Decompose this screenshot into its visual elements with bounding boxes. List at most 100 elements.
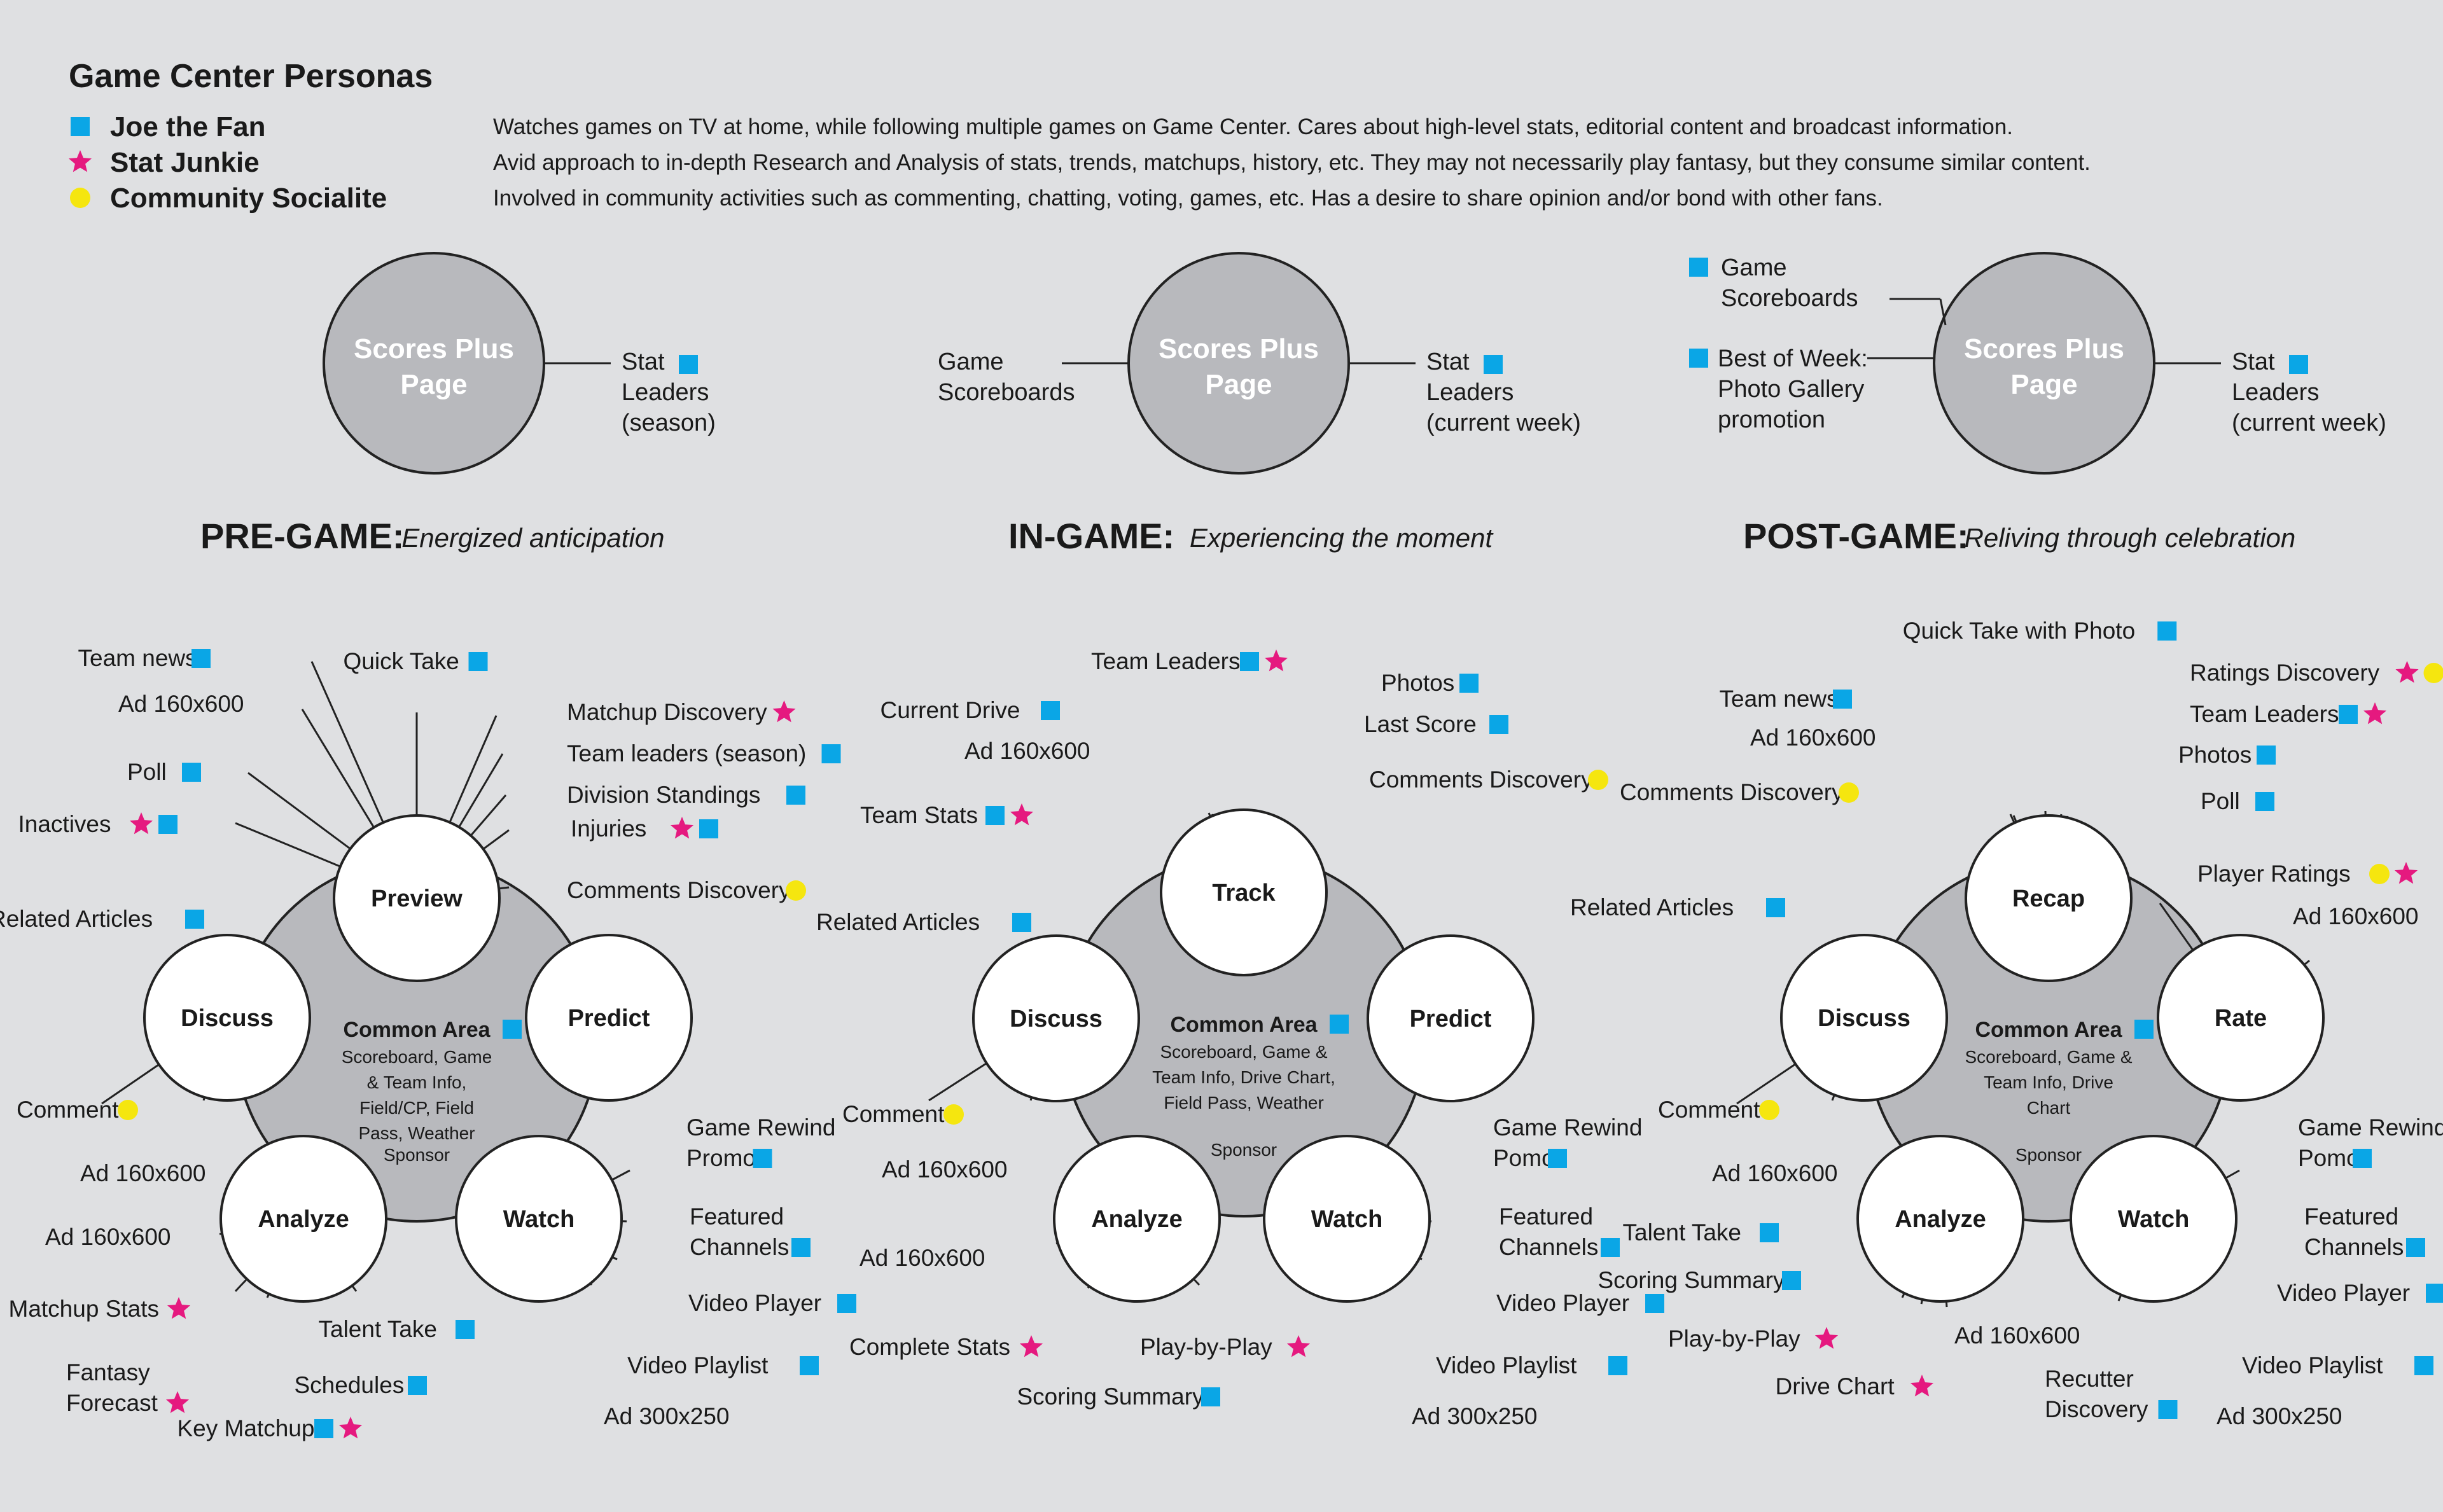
square-marker-icon (2255, 792, 2274, 811)
activity-node-label: Analyze (1091, 1206, 1183, 1233)
activity-node-label: Discuss (1818, 1005, 1911, 1032)
spoke-line (101, 1064, 160, 1105)
square-marker-icon (2406, 1238, 2425, 1257)
circle-marker-icon (2369, 864, 2390, 884)
square-marker-icon (1484, 355, 1503, 374)
page-title: Game Center Personas (69, 58, 433, 95)
phase-tagline: Experiencing the moment (1190, 523, 1494, 553)
spoke-label: Fantasy (66, 1359, 150, 1385)
spoke-label: Video Player (2277, 1280, 2410, 1306)
spoke-label: Photos (1381, 670, 1454, 696)
spoke-label: Play-by-Play (1668, 1326, 1800, 1352)
legend-description: Involved in community activities such as… (493, 186, 1883, 211)
square-marker-icon (1689, 349, 1708, 368)
common-area-text: Scoreboard, Game & (1160, 1042, 1327, 1062)
phase-tagline: Reliving through celebration (1965, 523, 2296, 553)
spoke-label: Ad 300x250 (1412, 1403, 1538, 1429)
square-marker-icon (182, 763, 201, 782)
sponsor-text: Sponsor (2015, 1145, 2082, 1165)
activity-node (1053, 1135, 1221, 1303)
sponsor-text: Sponsor (384, 1145, 450, 1165)
square-marker-icon (985, 806, 1005, 825)
square-marker-icon (679, 355, 698, 374)
square-marker-icon (191, 649, 211, 668)
activity-node (2157, 934, 2325, 1102)
star-marker-icon (129, 812, 153, 835)
spoke-label: Complete Stats (849, 1334, 1010, 1360)
common-area-title: Common Area (1975, 1018, 2122, 1042)
phase-title: POST-GAME: (1743, 516, 1969, 556)
square-marker-icon (185, 910, 204, 929)
square-marker-icon (1240, 652, 1259, 671)
spoke-label: Comments (842, 1101, 956, 1127)
spoke-line (1736, 1063, 1797, 1105)
square-marker-icon (456, 1320, 475, 1339)
callout-text: Game (938, 349, 1003, 375)
square-marker-icon (314, 1419, 333, 1438)
star-marker-icon (165, 1391, 190, 1413)
circle-marker-icon (2423, 663, 2443, 683)
activity-node (525, 934, 693, 1102)
star-marker-icon (2394, 862, 2418, 884)
spoke-label: Video Playlist (2242, 1352, 2383, 1378)
callout-text: Game (1721, 254, 1786, 281)
spoke-label: Ad 160x600 (80, 1160, 206, 1186)
scores-plus-label: Page (400, 369, 467, 400)
callout-text: (season) (622, 410, 716, 436)
spoke-label: Video Playlist (1436, 1352, 1577, 1378)
square-marker-icon (1608, 1356, 1627, 1375)
spoke-label: Related Articles (1570, 894, 1734, 920)
square-marker-icon (2257, 746, 2276, 765)
star-marker-icon (2363, 702, 2387, 725)
spoke-label: Pomo (1493, 1145, 1555, 1171)
activity-node (143, 934, 311, 1102)
spoke-label: Comments Discovery (567, 877, 791, 903)
scores-plus-label: Page (1205, 369, 1272, 400)
square-marker-icon (158, 815, 177, 834)
callout-text: Stat (622, 349, 665, 375)
circle-marker-icon (943, 1104, 964, 1125)
activity-node (2070, 1135, 2238, 1303)
scores-plus-label: Scores Plus (1159, 333, 1319, 364)
callout-text: Leaders (1426, 379, 1514, 406)
spoke-label: Inactives (18, 811, 111, 837)
activity-node (972, 934, 1140, 1102)
activity-node-label: Watch (2118, 1206, 2190, 1233)
spoke-label: Matchup Discovery (567, 699, 767, 725)
spoke-label: Player Ratings (2197, 861, 2351, 887)
spoke-label: Pomo (2298, 1145, 2360, 1171)
star-marker-icon (1019, 1335, 1043, 1357)
common-area-title: Common Area (343, 1018, 491, 1042)
spoke-label: Featured (1499, 1203, 1593, 1230)
circle-marker-icon (786, 880, 806, 901)
spoke-label: Injuries (571, 815, 646, 842)
square-marker-icon (1833, 690, 1852, 709)
square-marker-icon (2158, 1400, 2178, 1419)
star-marker-icon (1286, 1335, 1311, 1357)
square-marker-icon (1459, 674, 1479, 693)
activity-node (1965, 814, 2133, 982)
spoke-label: Related Articles (816, 909, 980, 935)
square-marker-icon (1012, 913, 1031, 932)
star-marker-icon (2395, 661, 2419, 683)
spoke-label: Poll (127, 759, 167, 785)
scores-plus-label: Scores Plus (1964, 333, 2124, 364)
callout-text: Scoreboards (1721, 285, 1858, 312)
spoke-line (247, 772, 351, 850)
activity-node-label: Predict (568, 1005, 650, 1032)
spoke-label: Channels (2304, 1234, 2404, 1260)
spoke-label: Quick Take (344, 648, 459, 674)
activity-node-label: Analyze (258, 1206, 349, 1233)
activity-node (1160, 808, 1328, 976)
activity-node-label: Rate (2215, 1005, 2267, 1032)
spoke-label: Ad 160x600 (118, 691, 244, 717)
spoke-label: Current Drive (880, 697, 1020, 723)
common-area-title: Common Area (1170, 1013, 1318, 1037)
square-marker-icon (2134, 1020, 2154, 1039)
spoke-label: Comments Discovery (1369, 766, 1593, 793)
scores-plus-label: Page (2010, 369, 2077, 400)
star-marker-icon (772, 700, 796, 723)
spoke-label: Comments Discovery (1620, 779, 1844, 805)
square-marker-icon (791, 1238, 811, 1257)
